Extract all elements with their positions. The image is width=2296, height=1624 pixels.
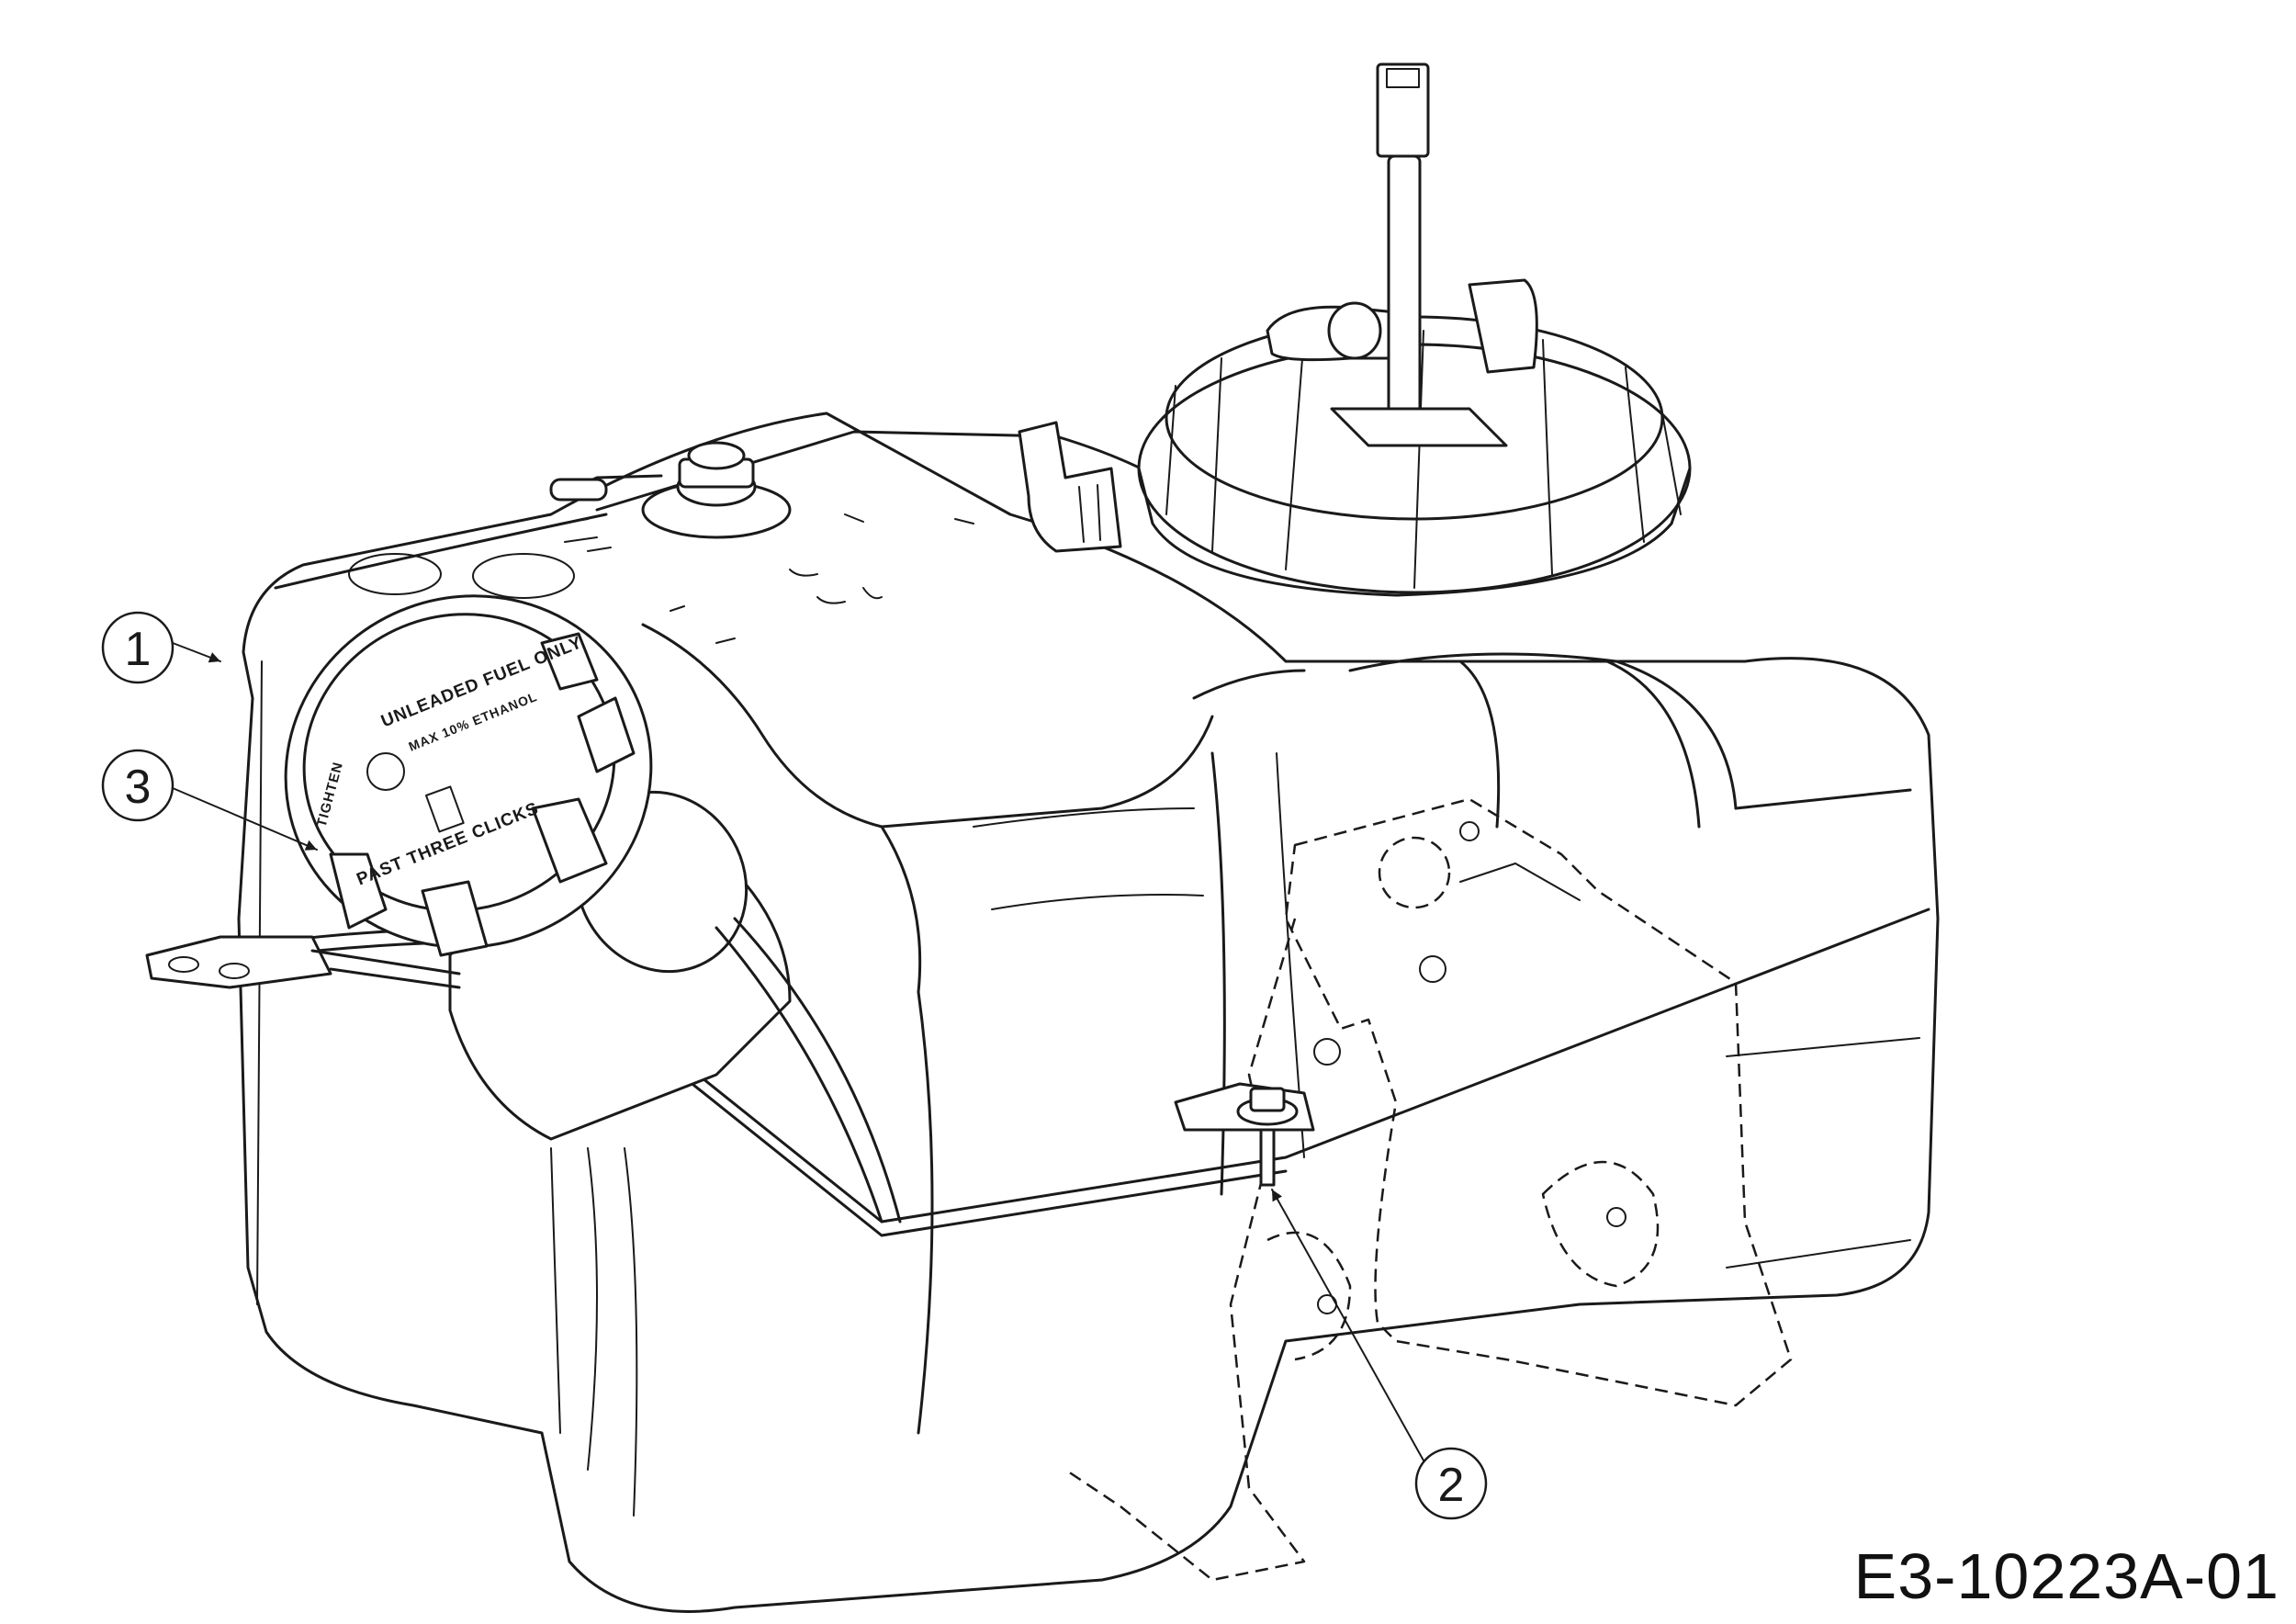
tank-outline: [237, 412, 1940, 1613]
mounting-strap: [145, 935, 461, 989]
callout-1[interactable]: 1: [101, 611, 221, 684]
callout-2[interactable]: 2: [1271, 1189, 1488, 1520]
svg-text:2: 2: [1438, 1459, 1465, 1512]
callout-3[interactable]: 3: [101, 749, 318, 851]
svg-text:3: 3: [125, 761, 152, 814]
fuel-cap: UNLEADED FUEL ONLY MAX 10% ETHANOL PAST …: [284, 594, 653, 957]
mounting-bolt: [1174, 1082, 1315, 1187]
fuel-sender-unit: [1137, 62, 1692, 597]
drawing-code: E3-10223A-01: [1853, 1540, 2279, 1612]
svg-text:1: 1: [125, 623, 152, 676]
mounting-bracket: [1064, 797, 1793, 1582]
